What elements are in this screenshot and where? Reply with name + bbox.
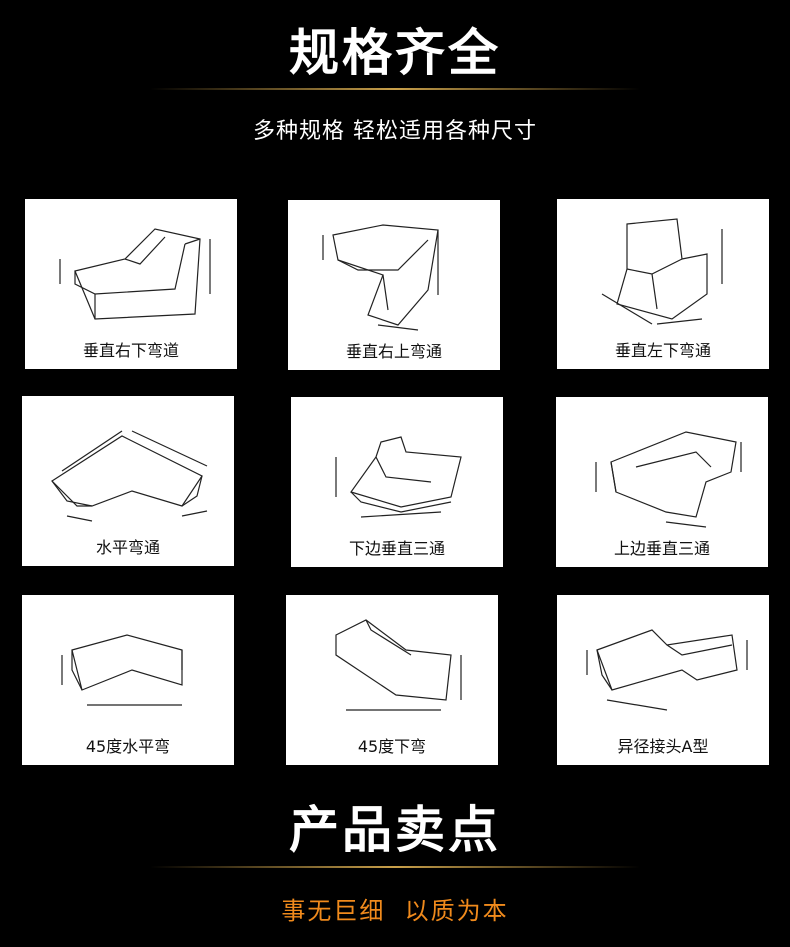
page-title: 规格齐全 <box>289 24 501 82</box>
reducer-type-a-drawing <box>586 629 748 711</box>
spec-label: 垂直左下弯通 <box>614 341 711 360</box>
spec-card-bottom-vertical-tee: 下边垂直三通 <box>291 397 503 567</box>
spec-card-45-down-bend: 45度下弯 <box>286 595 498 765</box>
spec-label: 水平弯通 <box>95 538 160 557</box>
spec-label: 垂直右上弯通 <box>345 342 442 361</box>
spec-label: 异径接头A型 <box>617 737 709 756</box>
spec-card-horizontal-bend: 水平弯通 <box>22 396 234 566</box>
page-subtitle: 多种规格 轻松适用各种尺寸 <box>253 119 537 144</box>
slogan: 事无巨细 以质为本 <box>281 897 509 925</box>
spec-label: 上边垂直三通 <box>613 539 710 558</box>
45-down-bend-drawing <box>335 619 462 711</box>
top-vertical-tee-drawing <box>595 431 742 528</box>
bottom-vertical-tee-drawing <box>335 436 462 518</box>
spec-label: 垂直右下弯道 <box>82 341 179 360</box>
selling-points-title: 产品卖点 <box>289 801 501 859</box>
45-horizontal-bend-drawing <box>61 634 183 706</box>
spec-card-top-vertical-tee: 上边垂直三通 <box>556 397 768 567</box>
vertical-right-down-bend-drawing <box>59 228 211 320</box>
spec-label: 45度下弯 <box>357 737 427 756</box>
horizontal-bend-drawing <box>51 430 208 522</box>
spec-card-vertical-right-down-bend: 垂直右下弯道 <box>25 199 237 369</box>
spec-label: 45度水平弯 <box>85 737 171 756</box>
spec-card-reducer-type-a: 异径接头A型 <box>557 595 769 765</box>
spec-card-vertical-left-down-tee: 垂直左下弯通 <box>557 199 769 369</box>
spec-card-45-horizontal-bend: 45度水平弯 <box>22 595 234 765</box>
title-divider <box>150 88 640 90</box>
vertical-right-up-tee-drawing <box>322 224 439 331</box>
selling-points-divider <box>150 866 640 868</box>
vertical-left-down-tee-drawing <box>601 218 723 325</box>
spec-label: 下边垂直三通 <box>348 539 445 558</box>
spec-card-vertical-right-up-tee: 垂直右上弯通 <box>288 200 500 370</box>
